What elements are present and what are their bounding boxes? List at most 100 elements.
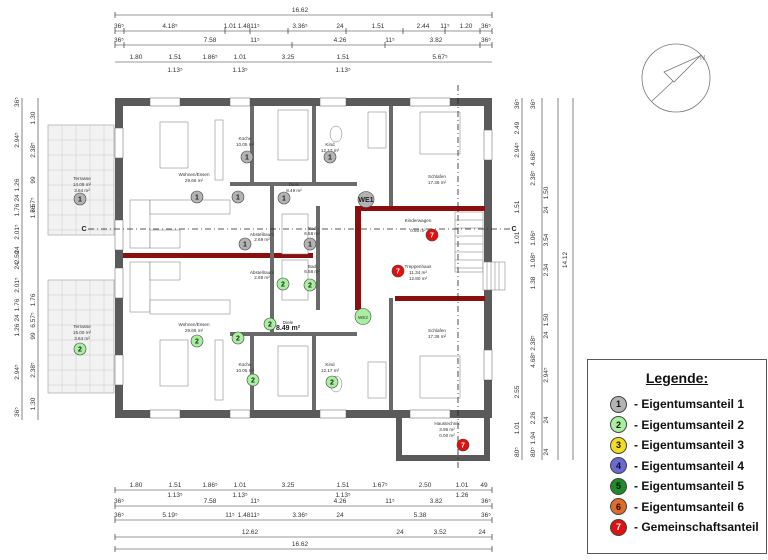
marker-circle	[73, 192, 87, 206]
dimension-label: 24	[543, 416, 550, 424]
dimension-label: 1.76	[14, 298, 21, 311]
marker-number: 7	[396, 269, 400, 276]
dimension-label: 7.58	[204, 37, 217, 44]
dimension-label: 2.50	[419, 482, 432, 489]
legend-marker: 6	[610, 498, 627, 515]
dimension-label: 24	[14, 194, 21, 202]
dimension-label: 36⁵	[114, 498, 124, 505]
dimension-label: 3.36⁵	[292, 23, 308, 30]
dimension-label: 3.36⁵	[292, 512, 308, 519]
room-label: Schlafen	[428, 174, 446, 179]
dimension-label: 24	[478, 529, 486, 536]
marker-circle	[190, 334, 204, 348]
north-arrow-icon: N	[641, 43, 711, 113]
ownership-share-marker: 2	[325, 375, 339, 389]
marker-number: 1	[78, 197, 82, 204]
marker-number: 2	[195, 339, 199, 346]
dimension-label: 11⁵	[250, 37, 260, 44]
marker-circle	[456, 438, 470, 452]
dimension-label: 2.38⁵	[30, 142, 37, 158]
dimension-label: 1.94	[530, 431, 537, 444]
dimension-label: 1.13⁵	[167, 492, 183, 499]
legend-marker: 7	[610, 518, 627, 536]
marker-number: 7	[430, 233, 434, 240]
dimension-label: 24	[396, 529, 404, 536]
legend-label: - Eigentumsanteil 3	[634, 438, 745, 452]
dimension-lines	[21, 14, 574, 550]
apartment-marker-circle	[354, 308, 372, 325]
dimension-label: 1.30	[30, 397, 37, 410]
dimension-label: 2.38⁵	[530, 170, 537, 186]
marker-number: 1	[236, 195, 240, 202]
section-line	[88, 85, 510, 470]
dimension-label: 2.94⁵	[14, 364, 21, 380]
room-label: WE2	[358, 315, 368, 320]
ownership-share-marker: 2	[263, 317, 277, 331]
room-label: 2.69 m²	[254, 275, 270, 280]
dimension-label: 36⁵	[481, 23, 491, 30]
ownership-share-marker: 1	[231, 190, 245, 204]
ownership-share-marker: 1	[323, 150, 337, 164]
marker-number: 1	[308, 242, 312, 249]
legend-item: 1- Eigentumsanteil 1	[610, 395, 744, 413]
ownership-share-marker: 2	[246, 373, 260, 387]
stairwell-walls	[355, 206, 485, 310]
dimension-label: 1.01	[514, 421, 521, 434]
room-label: 12.80 m²	[409, 276, 428, 281]
marker-circle	[323, 150, 337, 164]
dimension-label: 1.26	[14, 178, 21, 191]
room-label: 3.64 m²	[74, 336, 90, 341]
dimension-label: 80⁵	[514, 447, 521, 457]
room-label: Wohnen/Essen	[178, 172, 210, 177]
room-label: 3.96 m²	[439, 427, 455, 432]
dimension-label: 1.51	[514, 200, 521, 213]
dimension-label: 3.54	[543, 233, 550, 246]
dimension-label: 4.18⁵	[162, 23, 178, 30]
dimension-label: 2.01⁵	[14, 277, 21, 293]
dimension-label: 2.94⁵	[14, 132, 21, 148]
common-share-marker: 7	[456, 438, 470, 452]
dimension-label: 3.82	[430, 498, 443, 505]
room-label: Treppenhaus	[405, 264, 433, 269]
dimension-label: 24	[543, 206, 550, 214]
ownership-share-marker: 1	[240, 150, 254, 164]
dimension-label: 1.26	[456, 492, 469, 499]
legend-item: 3- Eigentumsanteil 3	[610, 436, 744, 454]
room-label: Diele	[283, 320, 294, 325]
legend-marker: 1	[610, 395, 627, 413]
dimension-label: 1.51	[169, 54, 182, 61]
dimension-label: 1.13⁵	[335, 492, 351, 499]
marker-circle	[391, 264, 405, 278]
ownership-share-marker: 2	[73, 342, 87, 356]
dimension-label: 2.01⁵	[14, 224, 21, 240]
dimension-label: 4.68⁵	[530, 352, 537, 368]
room-label: Kind	[325, 362, 335, 367]
legend-item: 4- Eigentumsanteil 4	[610, 457, 744, 475]
dimension-label: 3.25	[282, 482, 295, 489]
dimension-label: 2.50	[14, 250, 21, 263]
dimension-label: 5.19⁵	[162, 512, 178, 519]
dimension-label: 2.34	[543, 263, 550, 276]
marker-circle	[238, 237, 252, 251]
dimension-label: 1.13⁵	[167, 67, 183, 74]
room-label: 12.17 m²	[321, 368, 340, 373]
dimension-label: 36⁵	[481, 498, 491, 505]
room-label: Bad	[308, 264, 317, 269]
dimension-label: 36⁵	[114, 23, 124, 30]
room-label: Haustechnik	[434, 421, 460, 426]
marker-circle	[277, 191, 291, 205]
dimension-label: 1.13⁵	[232, 492, 248, 499]
marker-circle	[425, 228, 439, 242]
marker-number: 7	[461, 443, 465, 450]
section-label: C	[511, 226, 516, 233]
dimension-label: 36⁵	[514, 99, 521, 109]
dimension-label: 4.26	[334, 498, 347, 505]
legend-label: - Eigentumsanteil 6	[634, 499, 745, 514]
dimension-label: 1.50	[543, 313, 550, 326]
dimension-label: 1.01	[234, 54, 247, 61]
marker-number: 2	[78, 347, 82, 354]
apartment-label: 8.49 m²	[276, 325, 301, 332]
room-label: Kinderwagen	[405, 218, 432, 223]
